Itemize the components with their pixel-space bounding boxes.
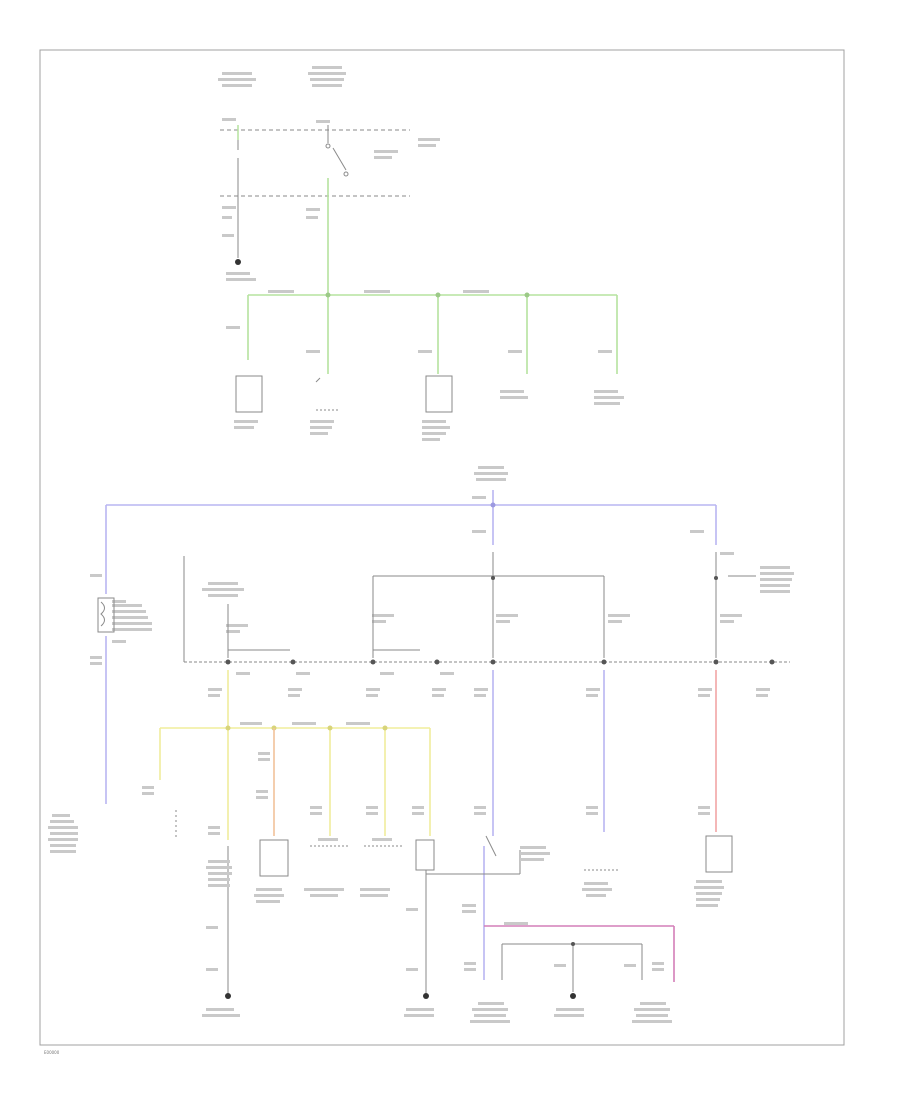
- blue-wires: [105, 490, 717, 980]
- grey-lower-wires: [501, 943, 643, 992]
- ground-top-left: [235, 259, 241, 265]
- top-loads: [235, 375, 453, 413]
- diagram-frame: [39, 49, 845, 1046]
- fuse-splices: [225, 576, 775, 665]
- blue-splice: [490, 502, 496, 508]
- bottom-labels: [48, 814, 724, 1023]
- yellow-splices: [225, 725, 388, 731]
- pink-splice: [571, 942, 575, 946]
- top-labels: [218, 66, 624, 441]
- lower-grounds: [225, 993, 576, 999]
- pink-wires: [484, 925, 675, 982]
- yellow-wires: [159, 670, 431, 840]
- green-power-bus: [247, 178, 618, 374]
- top-left-feed: [220, 125, 410, 258]
- yellow-labels: [142, 722, 710, 841]
- black-wires-middle: [183, 552, 790, 663]
- footer-code: E00000: [44, 1050, 60, 1055]
- ignition-switch: [325, 125, 349, 177]
- relay-coil-left: [97, 597, 115, 633]
- green-bus-splices: [325, 292, 530, 298]
- lower-loads: [175, 810, 620, 998]
- load-right-red: [705, 835, 733, 873]
- mid-labels: [90, 466, 794, 697]
